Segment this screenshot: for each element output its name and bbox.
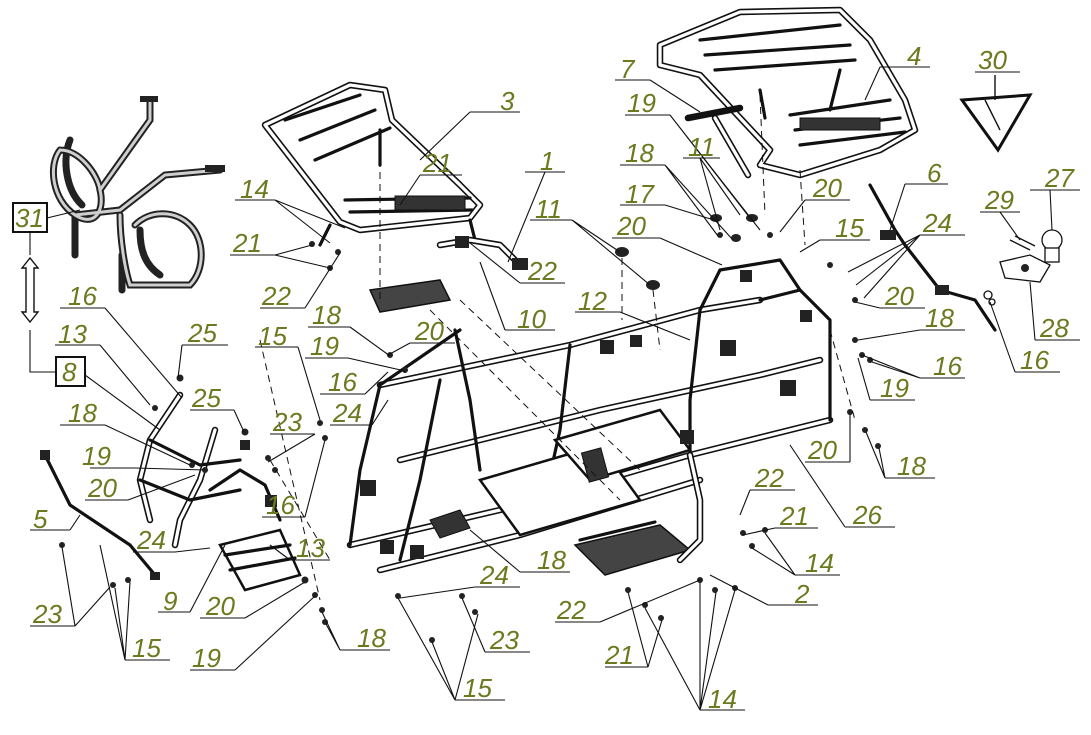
callout-20-a: 20 — [616, 211, 646, 241]
part-10-connector — [436, 236, 528, 270]
callout-22-c: 22 — [754, 463, 784, 493]
callout-20-g: 20 — [807, 435, 837, 465]
callout-18-c: 18 — [68, 398, 97, 428]
callout-31-box — [12, 202, 48, 233]
callout-20-e: 20 — [205, 591, 235, 621]
callout-11-b: 11 — [688, 132, 715, 162]
callout-19-d: 19 — [192, 643, 221, 673]
callout-16-e: 16 — [1020, 345, 1049, 375]
callout-16-d: 16 — [933, 351, 962, 381]
callout-7: 7 — [620, 54, 636, 84]
callout-3: 3 — [500, 86, 515, 116]
callout-25-a: 25 — [187, 318, 217, 348]
callout-labels: 1 2 3 4 5 6 7 9 10 11 11 12 13 13 14 14 … — [12, 41, 1075, 714]
callout-18-b: 18 — [312, 300, 341, 330]
callout-24-b: 24 — [136, 525, 166, 555]
callout-18-f: 18 — [897, 451, 926, 481]
callout-13-a: 13 — [58, 319, 87, 349]
callout-24-c: 24 — [479, 560, 509, 590]
callout-14-b: 14 — [805, 548, 834, 578]
callout-19-a: 19 — [627, 88, 656, 118]
callout-10: 10 — [517, 304, 546, 334]
callout-18-d: 18 — [537, 545, 566, 575]
callout-21-c: 21 — [779, 501, 809, 531]
callout-22-a: 22 — [527, 256, 557, 286]
callout-27: 27 — [1044, 163, 1075, 193]
callout-21-a: 21 — [422, 148, 452, 178]
callout-13-b: 13 — [296, 533, 325, 563]
callout-15-d: 15 — [463, 673, 492, 703]
callout-2: 2 — [794, 579, 810, 609]
callout-22-b: 22 — [261, 281, 291, 311]
callout-11-a: 11 — [535, 194, 562, 224]
callout-23-a: 23 — [32, 599, 62, 629]
callout-19-e: 19 — [880, 373, 909, 403]
callout-9: 9 — [163, 586, 177, 616]
part-7-handle — [684, 104, 752, 179]
callout-26: 26 — [852, 500, 882, 530]
callout-21-d: 21 — [604, 640, 634, 670]
callout-20-b: 20 — [812, 173, 842, 203]
part-5-tie-rod — [40, 450, 160, 580]
part-4-front-rack — [656, 6, 919, 179]
callout-23-c: 23 — [489, 625, 519, 655]
callout-24-a: 24 — [332, 398, 362, 428]
callout-21-b: 21 — [232, 228, 262, 258]
callout-14-a: 14 — [240, 174, 269, 204]
part-3-rear-rack — [261, 81, 484, 247]
callout-19-c: 19 — [82, 441, 111, 471]
callout-18-g: 18 — [925, 303, 954, 333]
callout-5: 5 — [33, 504, 48, 534]
callout-4: 4 — [907, 41, 921, 71]
callout-18-e: 18 — [357, 623, 386, 653]
parts-artwork — [40, 6, 1063, 643]
callout-29: 29 — [984, 185, 1014, 215]
callout-1: 1 — [540, 146, 554, 176]
callout-20-d: 20 — [87, 473, 117, 503]
callout-12: 12 — [578, 286, 607, 316]
callout-15-c: 15 — [835, 213, 864, 243]
callout-30: 30 — [978, 45, 1007, 75]
callout-24-d: 24 — [922, 208, 952, 238]
callout-15-b: 15 — [258, 321, 287, 351]
callout-19-b: 19 — [310, 331, 339, 361]
part-27-28-29-fittings — [983, 229, 1063, 306]
callout-16-c: 16 — [266, 490, 295, 520]
part-6-rod — [868, 183, 997, 332]
callout-15-a: 15 — [132, 633, 161, 663]
callout-6: 6 — [927, 158, 942, 188]
callout-31: 31 — [15, 203, 44, 233]
callout-17: 17 — [625, 179, 655, 209]
alignment-lines — [259, 94, 856, 601]
callout-16-b: 16 — [328, 367, 357, 397]
callout-20-f: 20 — [884, 281, 914, 311]
part-8-9-front-bumper — [136, 391, 302, 592]
main-frame — [346, 258, 834, 576]
leader-lines — [20, 66, 1080, 711]
callout-8: 8 — [62, 357, 77, 387]
callout-16-a: 16 — [68, 281, 97, 311]
callout-28: 28 — [1039, 313, 1069, 343]
part-31-guard-assembly — [49, 96, 225, 294]
callout-22-d: 22 — [556, 595, 586, 625]
callout-23-b: 23 — [272, 407, 302, 437]
callout-20-c: 20 — [414, 316, 444, 346]
part-30-triangle-bracket — [959, 75, 1033, 153]
callout-25-b: 25 — [191, 383, 221, 413]
callout-18-a: 18 — [625, 138, 654, 168]
callout-14-c: 14 — [708, 684, 737, 714]
callout-8-box — [55, 356, 86, 387]
